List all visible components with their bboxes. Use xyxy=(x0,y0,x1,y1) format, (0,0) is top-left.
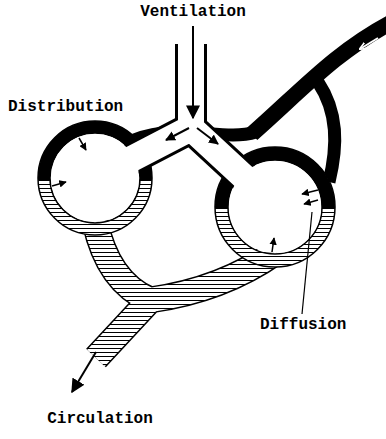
stage-label: Diffusion xyxy=(258,316,348,334)
flow-arrow xyxy=(72,352,96,392)
leader-line xyxy=(302,212,312,314)
diffusion-arrow xyxy=(304,200,318,204)
distribution-arrow xyxy=(197,128,218,144)
diffusion-arrow xyxy=(79,138,86,150)
alveolus xyxy=(38,121,152,235)
capillary-wall xyxy=(38,121,152,235)
airway-lumen xyxy=(118,42,258,190)
stage-label: Ventilation xyxy=(138,3,248,21)
stage-label: Circulation xyxy=(45,410,155,428)
diffusion-arrows xyxy=(52,138,318,252)
ventilation-arrow xyxy=(192,26,194,118)
flow-arrow xyxy=(360,38,378,49)
diffusion-arrow xyxy=(302,190,318,194)
distribution-arrow xyxy=(166,128,189,140)
stage-label: Distribution xyxy=(6,98,125,116)
diffusion-arrow xyxy=(52,182,66,186)
airway xyxy=(51,42,321,253)
artery-trunk xyxy=(252,22,386,134)
diffusion-arrow xyxy=(272,238,274,252)
alveolus-space xyxy=(229,161,321,253)
alveolus-space xyxy=(51,134,139,222)
